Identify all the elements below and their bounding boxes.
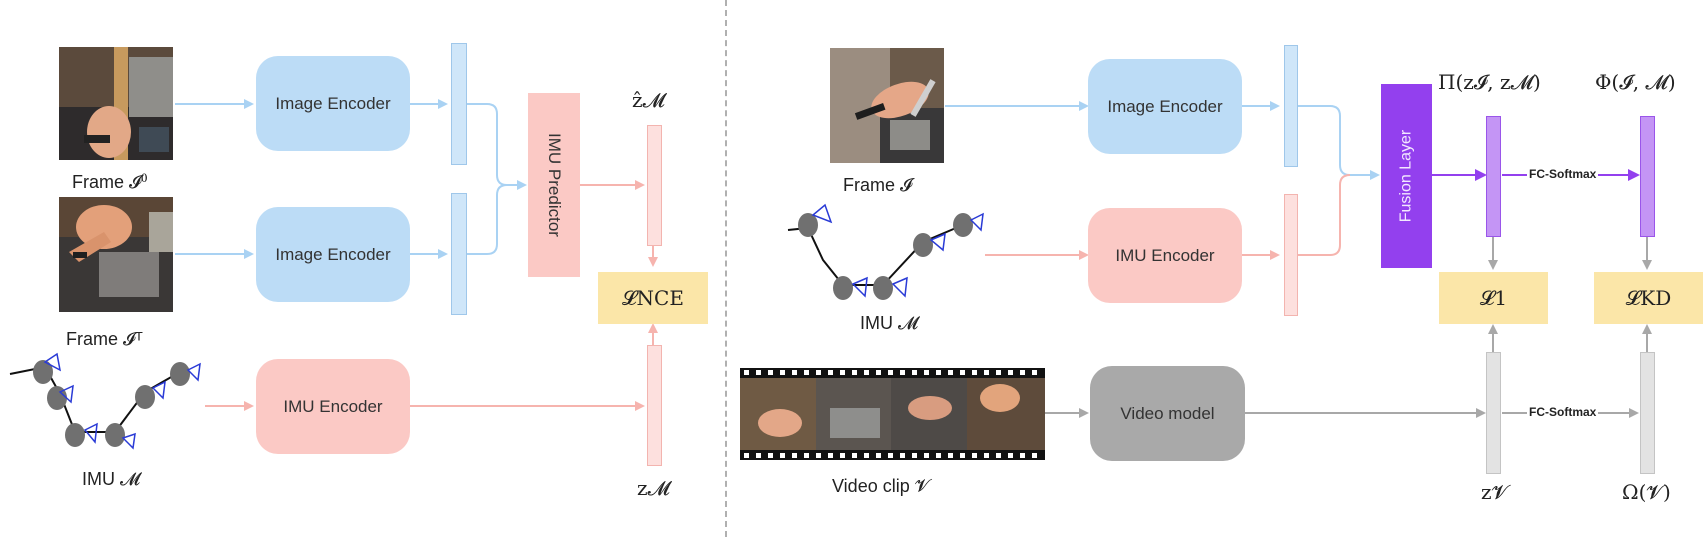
fused-logits: [1640, 116, 1655, 237]
left-pink-arrows: [205, 180, 658, 411]
video-clip-caption: Video clip 𝓥: [832, 476, 930, 496]
imu-predictor-label: IMU Predictor: [545, 133, 565, 237]
left-blue-arrows: [175, 99, 527, 259]
omega-label: Ω(𝓥): [1622, 480, 1671, 504]
image-embedding-right: [1284, 45, 1298, 167]
frame-0-image: [59, 47, 173, 160]
z-v-label: z𝓥: [1481, 480, 1509, 504]
image-encoder-right: Image Encoder: [1088, 59, 1242, 154]
fused-embedding: [1486, 116, 1501, 237]
imu-trajectory-right: [787, 203, 984, 300]
image-encoder-bottom: Image Encoder: [256, 207, 410, 302]
fc-softmax-top: FC-Softmax: [1527, 167, 1599, 181]
image-encoder-top: Image Encoder: [256, 56, 410, 151]
frame-caption-right: Frame 𝓘: [843, 175, 913, 195]
fc-softmax-bottom: FC-Softmax: [1527, 405, 1599, 419]
imu-embedding-right: [1284, 194, 1298, 316]
phi-label: Φ(𝓘, 𝓜): [1595, 70, 1676, 94]
frame-image: [830, 48, 944, 163]
frame-t-caption: Frame 𝓘ᵀ: [66, 329, 143, 349]
image-embedding-bottom: [451, 193, 467, 315]
video-logits: [1640, 352, 1655, 474]
fusion-layer-label: Fusion Layer: [1397, 129, 1415, 223]
imu-encoder-left: IMU Encoder: [256, 359, 410, 454]
frame-t-image: [59, 197, 173, 312]
frame-0-caption: Frame 𝓘⁰: [72, 172, 148, 192]
fusion-layer: Fusion Layer: [1381, 84, 1432, 268]
loss-kd: 𝓛KD: [1594, 272, 1703, 324]
predicted-imu-embedding: [647, 125, 662, 246]
video-embedding: [1486, 352, 1501, 474]
right-blue-arrows: [945, 101, 1380, 180]
imu-embedding-left: [647, 345, 662, 466]
imu-caption-right: IMU 𝓜: [860, 313, 919, 333]
loss-l1: 𝓛1: [1439, 272, 1548, 324]
section-divider: [725, 0, 727, 537]
zhat-m-label: ẑ𝓜: [632, 88, 665, 112]
right-pink-arrows: [985, 174, 1351, 260]
video-clip-filmstrip: [740, 368, 1045, 460]
video-model: Video model: [1090, 366, 1245, 461]
imu-encoder-right: IMU Encoder: [1088, 208, 1242, 303]
imu-trajectory-left: [9, 352, 201, 450]
image-embedding-top: [451, 43, 467, 165]
pi-label: Π(z𝓘, z𝓜): [1438, 70, 1541, 94]
loss-nce: 𝓛NCE: [598, 272, 708, 324]
imu-caption-left: IMU 𝓜: [82, 469, 141, 489]
z-m-label: z𝓜: [637, 476, 670, 500]
imu-predictor: IMU Predictor: [528, 93, 580, 277]
